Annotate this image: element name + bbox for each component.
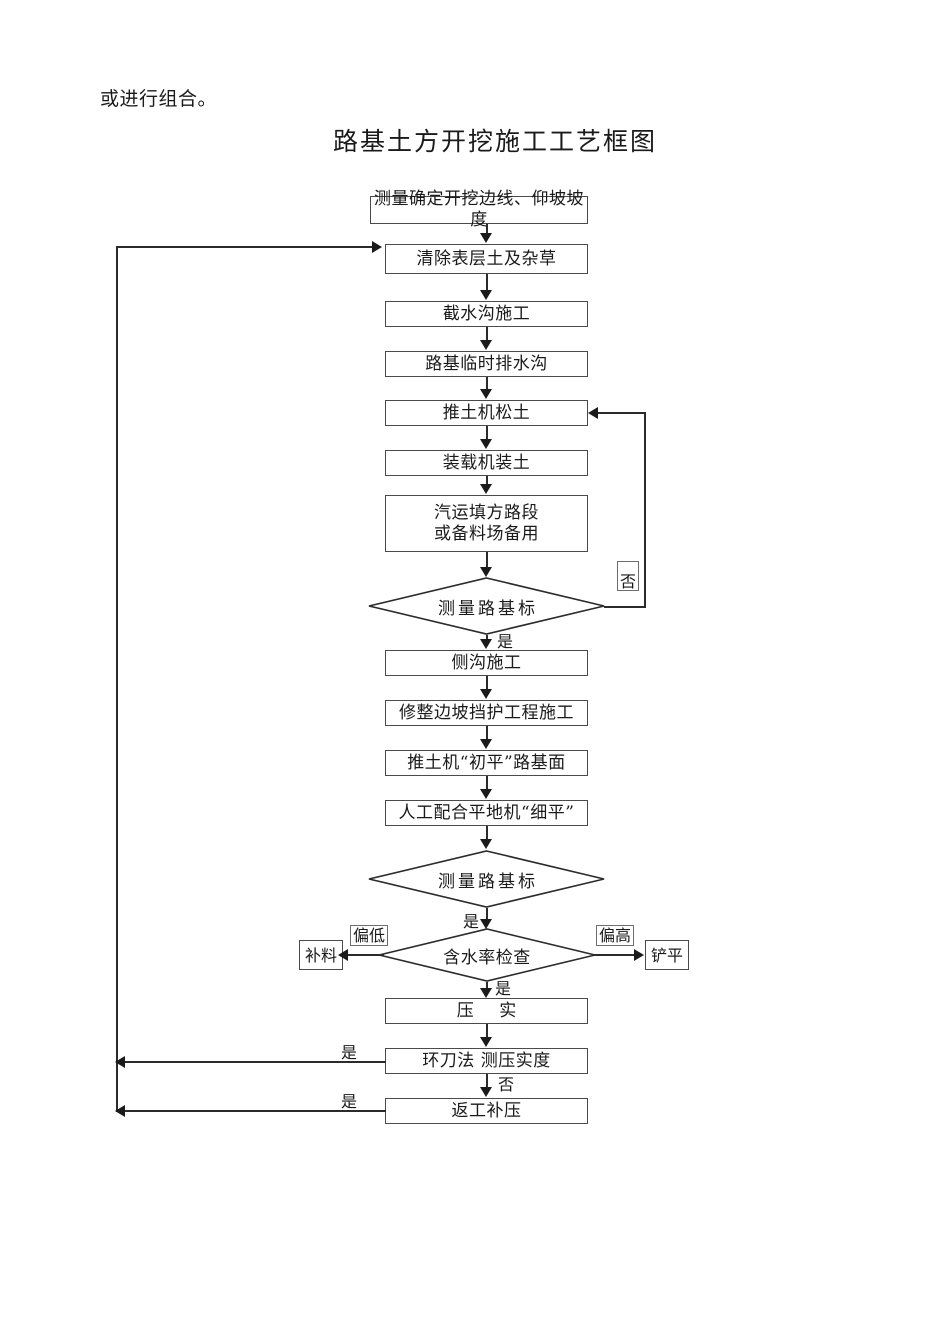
connector-n13-n14 [486, 1074, 488, 1088]
connector-d3-n12 [486, 982, 488, 990]
connector-n8-n9 [486, 676, 488, 690]
connector-n12-n13 [486, 1024, 488, 1038]
arrow-down-icon [480, 439, 492, 449]
decision-label: 含水率检查 [443, 947, 531, 968]
edge-label-d1-yes: 是 [497, 632, 514, 651]
connector-n1-n2 [486, 224, 488, 234]
connector-n11-d2 [486, 826, 488, 840]
arrow-down-icon [480, 1037, 492, 1047]
arrow-down-icon [480, 484, 492, 494]
arrow-down-icon [480, 739, 492, 749]
arrow-right-icon [634, 949, 644, 961]
connector-n14-yes-to-rail [124, 1110, 386, 1112]
edge-label-n14-yes: 是 [341, 1092, 358, 1111]
connector-n6-n7 [486, 476, 488, 485]
arrow-down-icon [480, 689, 492, 699]
arrow-left-icon [588, 407, 598, 419]
arrow-down-icon [480, 290, 492, 300]
node-loader-load-soil: 装载机装土 [385, 450, 588, 476]
node-survey-excavation-line: 测量确定开挖边线、仰坡坡度 [370, 189, 588, 230]
decision-measure-subgrade-elevation-1: 测量路基标 [368, 577, 605, 635]
arrow-down-icon [480, 919, 492, 929]
decision-label: 测量路基标 [438, 598, 538, 619]
edge-label-d1-no: 否 [617, 561, 639, 591]
connector-n10-n11 [486, 776, 488, 790]
connector-n7-d1 [486, 552, 488, 568]
intro-paragraph: 或进行组合。 [100, 88, 218, 110]
connector-d3-low-to-add-material [344, 954, 384, 956]
decision-label: 测量路基标 [438, 871, 538, 892]
node-side-ditch-construction: 侧沟施工 [385, 650, 588, 676]
arrow-down-icon [480, 567, 492, 577]
node-intercepting-ditch: 截水沟施工 [385, 301, 588, 327]
arrow-left-icon [338, 949, 348, 961]
node-ring-knife-density-test: 环刀法 测压实度 [385, 1048, 588, 1074]
node-add-material: 补料 [299, 940, 343, 970]
connector-d1-n8 [486, 635, 488, 641]
decision-measure-subgrade-elevation-2: 测量路基标 [368, 850, 605, 908]
node-clear-topsoil-weeds: 清除表层土及杂草 [385, 244, 588, 274]
arrow-down-icon [480, 789, 492, 799]
connector-n4-n5 [486, 377, 488, 390]
node-compaction: 压 实 [385, 998, 588, 1024]
edge-label-d3-high: 偏高 [596, 925, 635, 946]
node-temporary-drainage-ditch: 路基临时排水沟 [385, 351, 588, 377]
connector-d3-high-to-scrape [592, 954, 635, 956]
page-title: 路基土方开挖施工工艺框图 [332, 127, 657, 156]
connector-n2-n3 [486, 274, 488, 291]
edge-label-d3-yes: 是 [495, 979, 512, 998]
edge-label-d2-yes: 是 [463, 912, 480, 931]
connector-right-loop-vertical [644, 412, 646, 608]
arrow-down-icon [480, 233, 492, 243]
node-rework-recompact: 返工补压 [385, 1098, 588, 1124]
arrow-down-icon [480, 389, 492, 399]
connector-loop-to-bulldozer [598, 412, 646, 414]
connector-d2-d3 [486, 908, 488, 920]
node-bulldozer-rough-grading: 推土机“初平”路基面 [385, 750, 588, 776]
edge-label-n13-yes: 是 [341, 1043, 358, 1062]
edge-label-d3-low: 偏低 [350, 925, 389, 946]
arrow-left-icon [115, 1105, 125, 1117]
arrow-left-icon [115, 1056, 125, 1068]
node-grader-fine-grading: 人工配合平地机“细平” [385, 800, 588, 826]
arrow-down-icon [480, 340, 492, 350]
node-slope-retaining-works: 修整边坡挡护工程施工 [385, 700, 588, 726]
arrow-down-icon [480, 1087, 492, 1097]
arrow-down-icon [480, 839, 492, 849]
connector-n5-n6 [486, 426, 488, 440]
arrow-down-icon [480, 988, 492, 998]
connector-rail-to-clear-topsoil [116, 246, 374, 248]
arrow-right-icon [372, 241, 382, 253]
node-truck-haul-fill-or-stockpile: 汽运填方路段 或备料场备用 [385, 495, 588, 552]
decision-moisture-content-check: 含水率检查 [378, 928, 596, 982]
connector-n3-n4 [486, 327, 488, 341]
connector-n9-n10 [486, 726, 488, 740]
node-scrape-flat: 铲平 [645, 940, 689, 970]
arrow-down-icon [480, 639, 492, 649]
connector-d1-no-horizontal [604, 606, 646, 608]
edge-label-n13-no: 否 [498, 1075, 515, 1094]
connector-left-rail [116, 246, 118, 1112]
node-bulldozer-loosen-soil: 推土机松土 [385, 400, 588, 426]
connector-n13-yes-to-rail [124, 1061, 386, 1063]
